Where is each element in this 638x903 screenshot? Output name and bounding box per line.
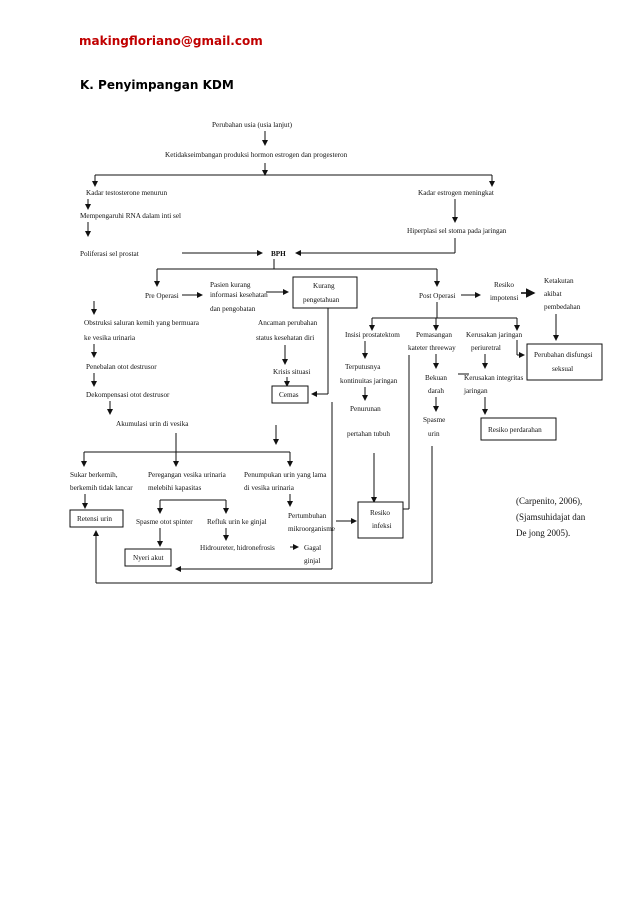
box-sexual-dysfunction-line1: Perubahan disfungsi xyxy=(534,351,593,359)
node-difficulty-1: Sukar berkemih, xyxy=(70,471,118,479)
node-renal-failure-2: ginjal xyxy=(304,557,320,565)
node-obstruction-1: Obstruksi saluran kemih yang bermuara xyxy=(84,319,200,327)
node-fear-1: Ketakutan xyxy=(544,277,574,285)
node-stretching-2: melebihi kapasitas xyxy=(148,484,201,492)
node-defense-decrease-2: pertahan tubuh xyxy=(347,430,390,438)
node-tissue-discontinuity-2: kontinuitas jaringan xyxy=(340,377,398,385)
node-reflux: Refluk urin ke ginjal xyxy=(207,518,267,526)
box-anxiety-label: Cemas xyxy=(279,391,299,399)
node-blood-clot-1: Bekuan xyxy=(425,374,447,382)
node-obstruction-2: ke vesika urinaria xyxy=(84,334,136,342)
node-impotence-risk-2: impotensi xyxy=(490,294,518,302)
box-sexual-dysfunction-line2: seksual xyxy=(552,365,573,373)
box-urinary-retention-label: Retensi urin xyxy=(77,515,112,523)
box-knowledge-deficit-line1: Kurang xyxy=(313,282,335,290)
node-accumulation-2: di vesika urinaria xyxy=(244,484,295,492)
node-threat-1: Ancaman perubahan xyxy=(258,319,318,327)
node-microorganism-2: mikroorganisme xyxy=(288,525,335,533)
node-hydronephrosis: Hidroureter, hidronefrosis xyxy=(200,544,275,552)
box-infection-risk-line1: Resiko xyxy=(370,509,390,517)
node-tissue-discontinuity-1: Terputusnya xyxy=(345,363,381,371)
node-urine-accumulation: Akumulasi urin di vesika xyxy=(116,420,189,428)
node-proliferation: Poliferasi sel prostat xyxy=(80,250,139,258)
node-rna: Mempengaruhi RNA dalam inti sel xyxy=(80,212,181,220)
node-urine-spasm-1: Spasme xyxy=(423,416,445,424)
node-post-op: Post Operasi xyxy=(419,292,456,300)
node-catheter-2: kateter threeway xyxy=(408,344,456,352)
node-urine-spasm-2: urin xyxy=(428,430,440,438)
node-info-2: informasi kesehatan xyxy=(210,291,268,299)
node-threat-2: status kesehatan diri xyxy=(256,334,314,342)
citation-line1: (Carpenito, 2006), xyxy=(516,496,582,506)
node-hyperplasia: Hiperplasi sel stoma pada jaringan xyxy=(407,227,507,235)
node-pre-op: Pre Operasi xyxy=(145,292,179,300)
node-renal-failure-1: Gagal xyxy=(304,544,321,552)
node-integrity-2: jaringan xyxy=(463,387,488,395)
node-defense-decrease-1: Penurunan xyxy=(350,405,381,413)
node-fear-3: pembedahan xyxy=(544,303,581,311)
node-microorganism-1: Pertumbuhan xyxy=(288,512,327,520)
box-knowledge-deficit xyxy=(292,276,358,309)
box-bleeding-risk-label: Resiko perdarahan xyxy=(488,426,542,434)
box-knowledge-deficit-line2: pengetahuan xyxy=(303,296,340,304)
node-periurethral-1: Kerusakan jaringan xyxy=(466,331,522,339)
node-difficulty-2: berkemih tidak lancar xyxy=(70,484,133,492)
node-stretching-1: Peregangan vesika urinaria xyxy=(148,471,227,479)
node-testosterone-down: Kadar testosterone menurun xyxy=(86,189,167,197)
node-crisis: Krisis situasi xyxy=(273,368,310,376)
node-impotence-risk-1: Resiko xyxy=(494,281,514,289)
box-sexual-dysfunction xyxy=(526,343,603,381)
box-infection-risk-line2: infeksi xyxy=(372,522,392,530)
node-aging: Perubahan usia (usia lanjut) xyxy=(212,121,293,129)
node-hormone-imbalance: Ketidakseimbangan produksi hormon estrog… xyxy=(165,151,348,159)
box-bleeding-risk xyxy=(480,417,557,441)
box-acute-pain-label: Nyeri akut xyxy=(133,554,164,562)
node-integrity-1: Kerusakan integritas xyxy=(464,374,523,382)
node-thickening: Penebalan otot destrusor xyxy=(86,363,157,371)
box-urinary-retention xyxy=(69,509,124,528)
node-periurethral-2: periuretral xyxy=(471,344,501,352)
node-fear-2: akibat xyxy=(544,290,562,298)
node-info-1: Pasien kurang xyxy=(210,281,251,289)
node-sphincter-spasm: Spasme otot spinter xyxy=(136,518,193,526)
node-estrogen-up: Kadar estrogen meningkat xyxy=(418,189,494,197)
author-email: makingfloriano@gmail.com xyxy=(79,34,263,48)
node-info-3: dan pengobatan xyxy=(210,305,256,313)
node-incision: Insisi prostatektom xyxy=(345,331,400,339)
citation-line2: (Sjamsuhidajat dan xyxy=(516,512,586,522)
section-heading: K. Penyimpangan KDM xyxy=(80,78,234,92)
box-anxiety xyxy=(271,385,309,404)
box-infection-risk xyxy=(357,501,404,539)
node-accumulation-1: Penumpukan urin yang lama xyxy=(244,471,327,479)
node-decompensation: Dekompensasi otot destrusor xyxy=(86,391,170,399)
box-acute-pain xyxy=(124,548,172,567)
node-catheter-1: Pemasangan xyxy=(416,331,452,339)
citation-line3: De jong 2005). xyxy=(516,528,570,538)
node-bph: BPH xyxy=(271,250,286,258)
node-blood-clot-2: darah xyxy=(428,387,444,395)
